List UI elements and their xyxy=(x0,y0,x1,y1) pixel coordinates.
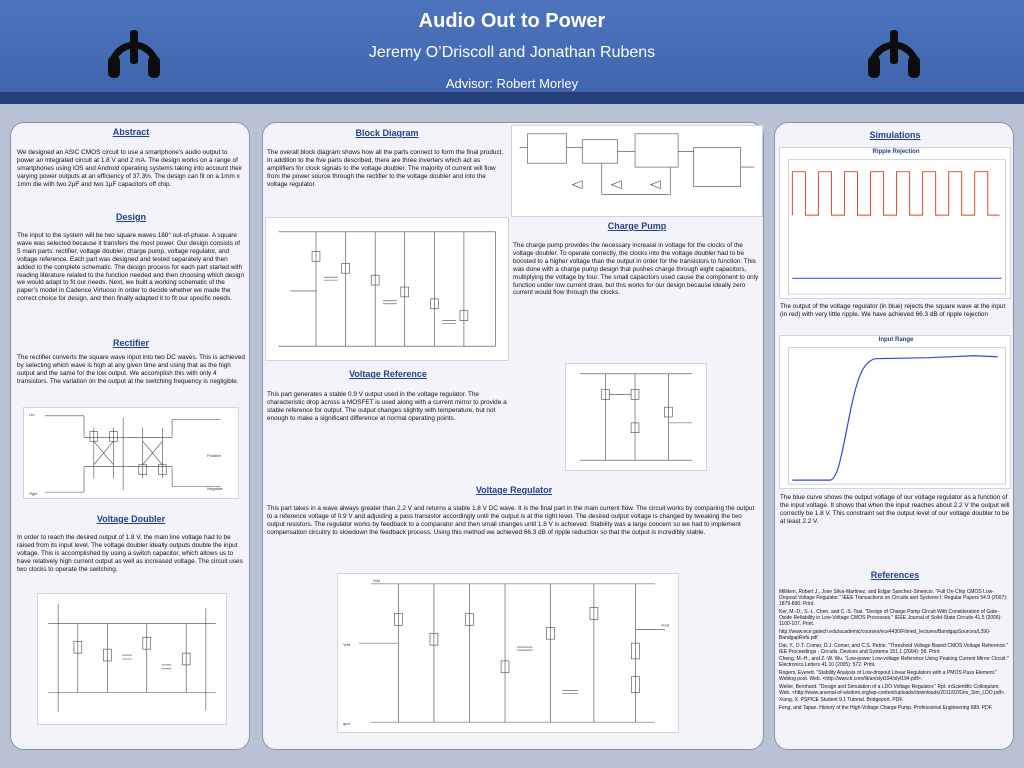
charge-pump-heading: Charge Pump xyxy=(607,221,667,231)
reference-item: Feng, and Tapan. History of the High-Vol… xyxy=(779,704,993,711)
voltage-reference-text: This part generates a stable 0.9 V outpu… xyxy=(267,391,507,422)
voltage-doubler-text: In order to reach the desired output of … xyxy=(17,534,243,573)
simulations-heading: Simulations xyxy=(869,130,921,140)
reference-item: Dai, Y., D.T. Comer, D.J. Comer, and C.S… xyxy=(779,642,1009,655)
ripple-plot-title: Ripple Rejection xyxy=(872,149,920,155)
regulator-label-vout: Vout xyxy=(661,622,670,627)
reference-item: Xiong, X. PSPICE Student 9.1 Tutorial. B… xyxy=(779,697,904,704)
left-column: Abstract We designed an ASIC CMOS circui… xyxy=(10,122,250,750)
voltage-reference-heading: Voltage Reference xyxy=(349,369,427,379)
voltage-regulator-text: This part takes in a wave always greater… xyxy=(267,505,755,536)
charge-pump-text: The charge pump provides the necessary i… xyxy=(513,242,759,297)
references-list: Milliken, Robert J., Jose Silva-Martinez… xyxy=(779,589,1011,712)
voltage-regulator-heading: Voltage Regulator xyxy=(475,485,553,495)
ripple-rejection-plot: Ripple Rejection xyxy=(779,147,1011,299)
references-heading: References xyxy=(870,570,920,580)
ripple-text: The output of the voltage regulator (in … xyxy=(780,303,1006,318)
rectifier-label-positive: Positive xyxy=(207,453,221,458)
regulator-label-vdd: Vdd xyxy=(373,578,380,583)
header-stripe xyxy=(0,92,1024,104)
right-column: Simulations Ripple Rejection The output … xyxy=(774,122,1014,750)
input-range-plot-title: Input Range xyxy=(878,337,914,343)
power-headphones-icon xyxy=(108,30,160,78)
rectifier-schematic: Lin Rgin Positive Negative xyxy=(23,407,239,499)
block-diagram-text: The overall block diagram shows how all … xyxy=(267,149,504,188)
poster-advisor: Advisor: Robert Morley xyxy=(445,76,579,91)
rectifier-heading: Rectifier xyxy=(112,338,149,348)
reference-item: Ker, M.-D., S.-L. Chen, and C.-S. Tsai. … xyxy=(779,608,1002,628)
reference-item: Milliken, Robert J., Jose Silva-Martinez… xyxy=(779,589,1008,608)
regulator-label-vref: Vref xyxy=(343,642,351,647)
design-text: The input to the system will be two squa… xyxy=(17,232,245,303)
poster-title: Audio Out to Power xyxy=(418,10,606,32)
design-heading: Design xyxy=(115,212,146,222)
reference-item: Rogers, Everett. "Stability Analysis of … xyxy=(779,669,998,683)
rectifier-label-negative: Negative xyxy=(207,486,222,491)
regulator-label-gnd: gnd xyxy=(343,721,350,726)
input-range-text: The blue curve shows the output voltage … xyxy=(780,494,1010,525)
rectifier-label-rgin: Rgin xyxy=(29,491,37,496)
voltage-reference-schematic xyxy=(565,363,707,471)
power-headphones-icon xyxy=(868,30,920,78)
voltage-regulator-schematic: Vdd Vref Vout gnd xyxy=(337,573,679,733)
charge-pump-schematic xyxy=(265,217,509,361)
abstract-text: We designed an ASIC CMOS circuit to use … xyxy=(17,149,243,188)
reference-item: Cheng, M.-H., and Z.-W. Wu. "Low-power L… xyxy=(779,656,1009,669)
block-diagram-heading: Block Diagram xyxy=(355,128,419,138)
abstract-heading: Abstract xyxy=(112,127,150,137)
poster-header: Audio Out to Power Jeremy O’Driscoll and… xyxy=(0,0,1024,104)
voltage-doubler-schematic xyxy=(37,593,227,725)
poster-authors: Jeremy O’Driscoll and Jonathan Rubens xyxy=(368,44,656,61)
rectifier-label-lin: Lin xyxy=(29,412,34,417)
voltage-doubler-heading: Voltage Doubler xyxy=(96,514,166,524)
reference-item: http://www.ece.gatech.edu/academic/cours… xyxy=(779,628,991,642)
reference-item: Weller, Bernhard. "Design and Simulation… xyxy=(779,683,1006,696)
input-range-plot: Input Range xyxy=(779,335,1011,489)
block-diagram-figure xyxy=(511,125,763,217)
rectifier-text: The rectifier converts the square wave i… xyxy=(17,354,245,385)
center-column: Block Diagram The overall block diagram … xyxy=(262,122,764,750)
